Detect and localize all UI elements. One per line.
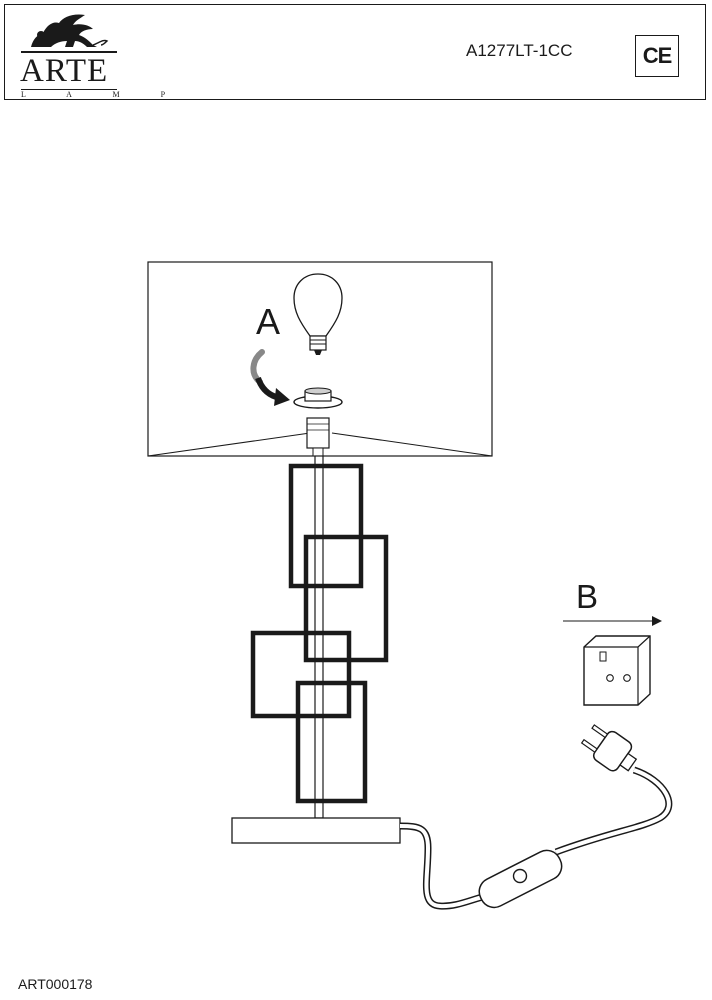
- ce-mark: CE: [635, 35, 679, 77]
- lamp-base: [231, 817, 401, 844]
- power-cable: [399, 766, 673, 910]
- logo-rule-bottom: [21, 89, 117, 90]
- inline-switch: [478, 849, 563, 909]
- plug-icon: [580, 724, 638, 772]
- brand-name: ARTE: [20, 53, 109, 89]
- lamp-body-frames: [250, 463, 389, 804]
- header-frame: ARTE L A M P A1277LT-1CC CE: [4, 4, 706, 100]
- lamp-holder: [306, 417, 330, 457]
- socket-ring: [293, 387, 343, 409]
- light-bulb-icon: [293, 273, 343, 355]
- rotate-arrow-icon: [250, 349, 290, 406]
- step-a-label: A: [256, 301, 281, 342]
- brand-sub: L A M P: [21, 90, 185, 99]
- model-number: A1277LT-1CC: [466, 41, 573, 60]
- document-code: ART000178: [18, 976, 93, 992]
- wall-socket-icon: [583, 635, 651, 706]
- arrow-right-icon: [563, 616, 662, 626]
- step-b-label: B: [576, 578, 599, 615]
- lamp-rod: [314, 455, 324, 819]
- winged-lion-icon: [31, 14, 109, 48]
- logo-rule-top: [21, 51, 117, 53]
